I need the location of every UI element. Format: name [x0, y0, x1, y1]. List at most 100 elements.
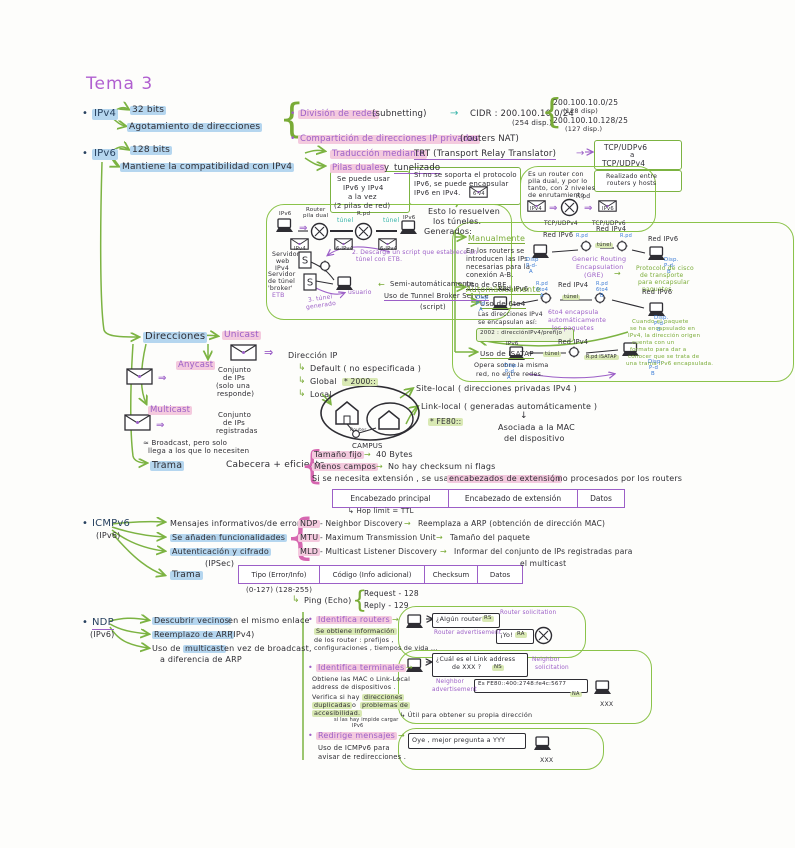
- router-gear-icon: [568, 346, 580, 358]
- note-text: Dirección IP: [288, 351, 338, 360]
- annotation-box: [520, 166, 656, 232]
- note-text: direcciones: [362, 693, 405, 701]
- note-text: Asociada a la MAC: [498, 423, 575, 432]
- note-text: usuario: [348, 289, 372, 296]
- note-text: Red IPv6: [498, 285, 529, 293]
- note-text: R.pd: [536, 281, 549, 287]
- note-text: ↳: [298, 389, 306, 399]
- router-gear-icon: [616, 240, 628, 252]
- note-text: (IPv6): [96, 531, 121, 540]
- note-text: configuraciones , tiempos de vida ...: [314, 644, 438, 652]
- note-text: Red IPv4: [558, 281, 589, 289]
- note-text: Trama: [170, 570, 203, 581]
- note-text: (routers NAT): [460, 134, 520, 144]
- note-text: →: [406, 663, 413, 672]
- note-text: ↳ Hop limit = TTL: [348, 507, 414, 515]
- note-text: →: [392, 615, 399, 624]
- router-gear-icon: [540, 292, 552, 304]
- laptop-icon: [334, 276, 355, 291]
- note-text: 6·IPv4: [336, 246, 354, 252]
- note-text: Disp: [476, 295, 489, 301]
- laptop-icon: [646, 302, 667, 317]
- note-text: Router solicitation: [500, 610, 557, 616]
- note-text: ⇒: [299, 223, 308, 234]
- laptop-icon: [274, 218, 295, 233]
- note-text: TCP/UDPv6: [592, 221, 626, 227]
- laptop-icon: [398, 220, 419, 235]
- note-text: Automáticamente: [466, 285, 541, 296]
- note-text: túnel con ETB.: [356, 256, 403, 263]
- note-text: del dispositivo: [504, 434, 565, 443]
- note-text: formato para dar a: [630, 347, 687, 353]
- note-text: Request - 128: [364, 589, 419, 598]
- note-text: (254 disp.): [512, 119, 552, 127]
- note-text: (IPv4): [230, 630, 255, 639]
- note-text: (2 pilas de red): [334, 202, 391, 210]
- laptop-icon: [646, 246, 667, 261]
- note-text: B: [600, 293, 604, 299]
- note-text: B: [657, 327, 661, 333]
- note-text: Disp.: [654, 315, 669, 321]
- note-text: Router advertisement: [434, 630, 502, 636]
- note-text: Uso de ICMPv6 para: [318, 744, 390, 752]
- note-text: - Multicast Listener Discovery: [320, 547, 437, 556]
- note-text: (IPv6): [90, 630, 115, 639]
- note-text: 200.100.10.128/25: [553, 116, 629, 125]
- note-text: En los routers se: [466, 247, 525, 255]
- note-text: ¿Algún router?: [436, 615, 486, 623]
- note-text: Servidor: [272, 251, 300, 258]
- note-text: en vez de broadcast,: [224, 644, 312, 653]
- note-text: CAMPUS: [352, 442, 383, 450]
- packet-envelope-icon: [527, 200, 546, 212]
- note-text: Traducción mediante: [330, 149, 427, 159]
- note-text: el multicast: [520, 559, 567, 568]
- note-text: los túneles.: [433, 217, 482, 226]
- note-text: P-d: [505, 369, 515, 375]
- note-text: Neighbor: [436, 679, 465, 685]
- note-text: •: [82, 617, 89, 628]
- packet-envelope-icon: [378, 238, 397, 250]
- note-text: 40 Bytes: [376, 450, 413, 459]
- note-text: tunelizado: [394, 163, 441, 174]
- note-text: Compartición de direcciones IP privadas: [298, 134, 481, 144]
- note-text: 200.100.10.0/25: [553, 98, 619, 107]
- note-text: Reemplaza a ARP (obtención de dirección …: [418, 519, 606, 528]
- note-text: R.pd: [576, 233, 589, 239]
- note-text: A: [540, 293, 544, 299]
- note-text: Reemplazo de ARP: [152, 630, 235, 640]
- note-text: red, no entre redes.: [476, 370, 544, 378]
- note-text: •: [290, 109, 296, 119]
- table-cell: Datos: [489, 570, 511, 579]
- note-text: IPv6: [352, 723, 364, 729]
- note-text: A: [507, 375, 511, 381]
- note-text: R.pd: [357, 211, 371, 217]
- note-text: de IPs: [223, 374, 245, 382]
- note-text: en el mismo enlace: [228, 616, 310, 625]
- note-text: (0-127) (128-255): [246, 586, 313, 594]
- note-text: IPv6: [602, 206, 614, 212]
- note-text: túnel: [337, 217, 354, 224]
- table-cell: Tipo (Error/Info): [239, 566, 320, 583]
- svg-text:S: S: [307, 278, 313, 289]
- note-text: Mensajes informativos/de errores: [170, 519, 310, 528]
- note-text: multicast: [183, 644, 226, 654]
- annotation-box: [266, 204, 512, 320]
- note-text: a diferencia de ARP: [160, 655, 242, 664]
- note-text: →: [440, 547, 447, 556]
- note-text: Manualmente: [468, 234, 526, 245]
- note-text: R.pd: [596, 281, 609, 287]
- note-text: (script): [420, 303, 446, 311]
- note-text: XXX: [600, 701, 614, 708]
- note-text: túnel: [595, 242, 614, 249]
- note-text: Trama: [150, 460, 185, 471]
- note-text: Servidor: [268, 271, 296, 278]
- note-text: advertisement: [432, 687, 477, 693]
- note-text: →: [398, 731, 405, 740]
- note-text: 'broker': [268, 285, 293, 292]
- note-text: Se obtiene información: [314, 627, 397, 635]
- note-text: 6to4: [536, 287, 549, 293]
- note-text: Ping (Echo): [304, 596, 352, 605]
- note-text: (subnetting): [372, 109, 427, 119]
- note-text: •: [290, 134, 296, 144]
